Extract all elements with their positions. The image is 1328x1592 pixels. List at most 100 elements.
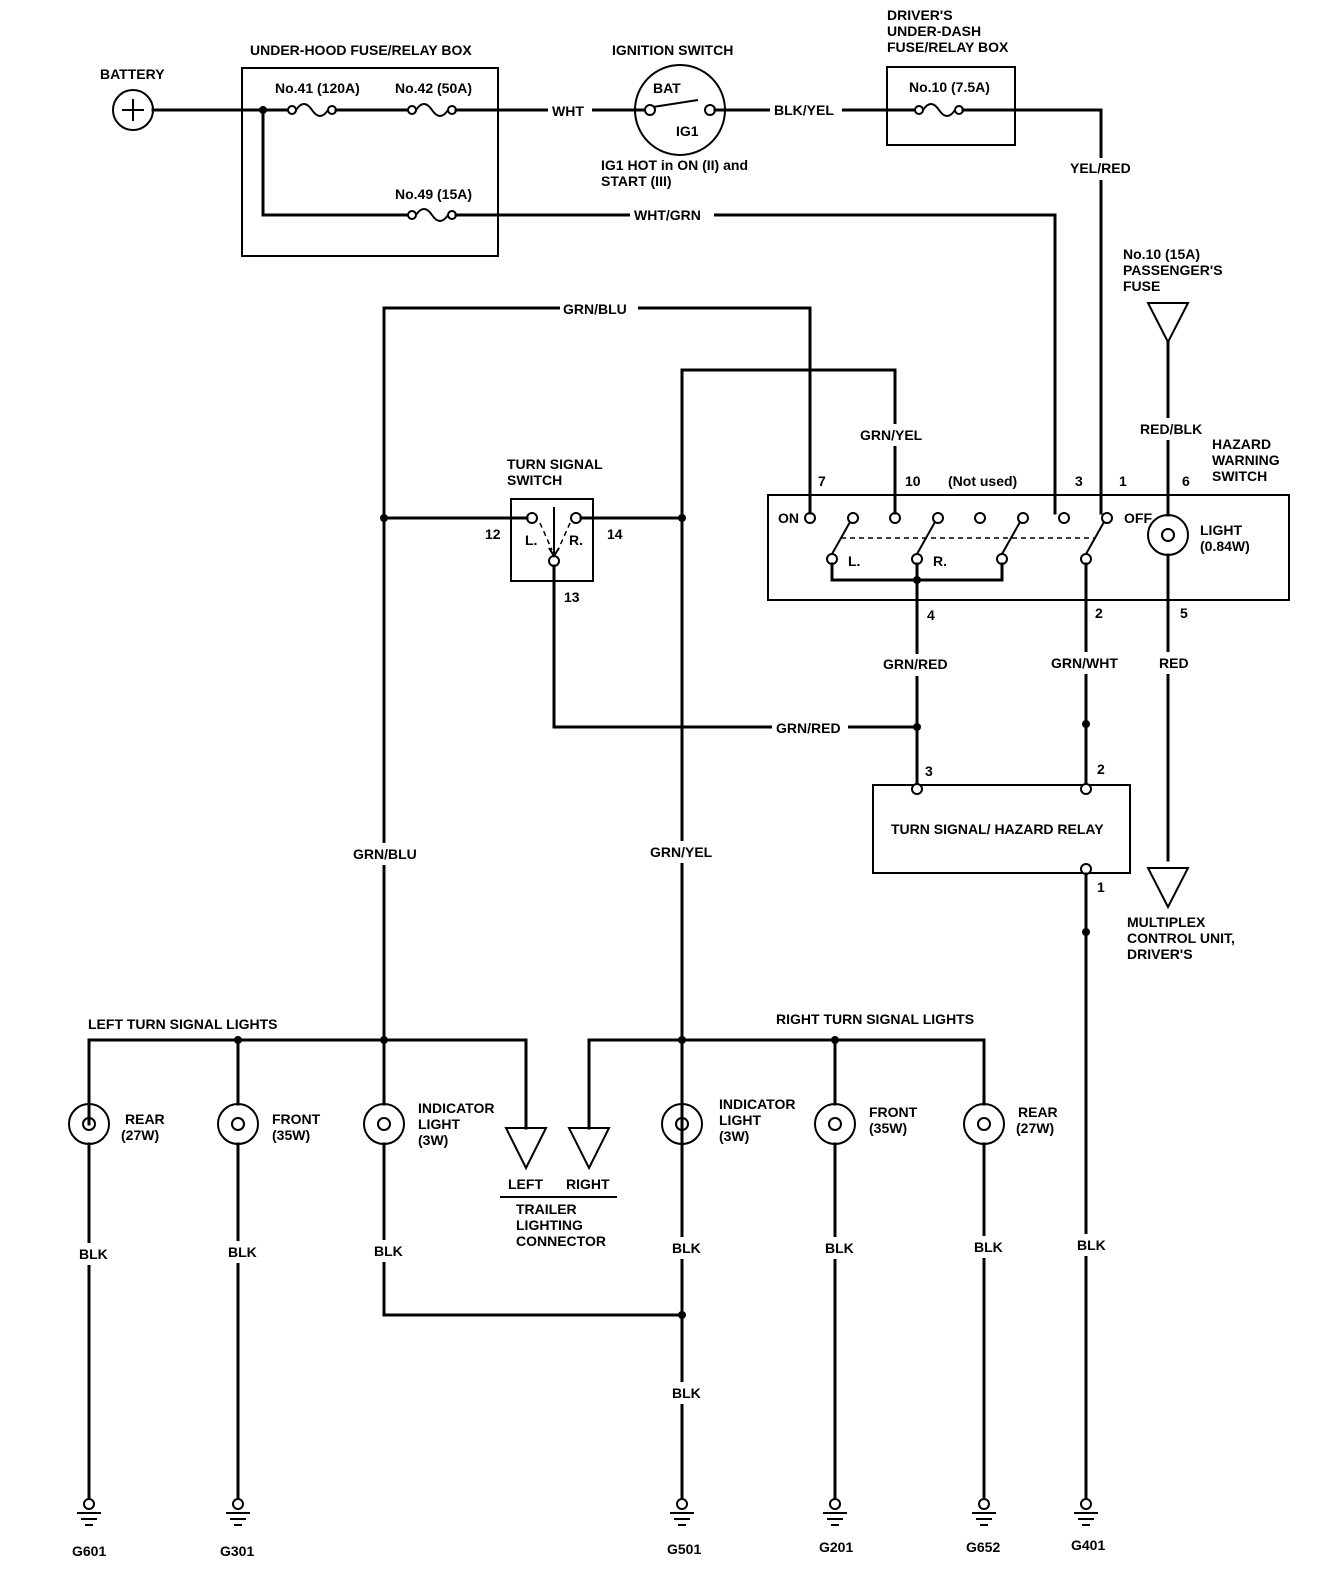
ground-g301-label: G301 bbox=[220, 1543, 254, 1559]
ignition-switch-title: IGNITION SWITCH bbox=[612, 42, 733, 58]
hazard-l-label: L. bbox=[848, 553, 860, 569]
ground-g401: G401 bbox=[1071, 1498, 1105, 1553]
ground-g301-icon bbox=[232, 1498, 244, 1510]
left-turn-signal-lights: LEFT TURN SIGNAL LIGHTS REAR (27W) FRONT… bbox=[68, 1016, 528, 1148]
driver-box-title-line1: DRIVER'S bbox=[887, 7, 953, 23]
turn-switch-r-label: R. bbox=[569, 532, 583, 548]
turn-switch-pin-13: 13 bbox=[564, 589, 580, 605]
wire-wht-grn-label: WHT/GRN bbox=[634, 207, 701, 223]
right-turn-signal-lights: RIGHT TURN SIGNAL LIGHTS INDICATOR LIGHT… bbox=[587, 1011, 1058, 1145]
hazard-switch-title-line1: HAZARD bbox=[1212, 436, 1271, 452]
left-indicator-bulb-icon bbox=[363, 1103, 405, 1145]
wire-red-blk-label: RED/BLK bbox=[1140, 421, 1202, 437]
turn-signal-hazard-relay: 3 2 1 TURN SIGNAL/ HAZARD RELAY bbox=[872, 761, 1131, 895]
hazard-light-bulb-icon bbox=[1147, 514, 1189, 556]
ground-g401-label: G401 bbox=[1071, 1537, 1105, 1553]
wire-blk-right-indicator-label: BLK bbox=[672, 1240, 701, 1256]
left-lights-title: LEFT TURN SIGNAL LIGHTS bbox=[88, 1016, 278, 1032]
passenger-fuse-line3: FUSE bbox=[1123, 278, 1160, 294]
left-indicator-line2: LIGHT bbox=[418, 1116, 460, 1132]
ground-g601-icon bbox=[83, 1498, 95, 1510]
trailer-line2: LIGHTING bbox=[516, 1217, 583, 1233]
passenger-fuse-line1: No.10 (15A) bbox=[1123, 246, 1200, 262]
right-rear-bulb-icon bbox=[963, 1103, 1005, 1145]
wire-blk-yel-label: BLK/YEL bbox=[774, 102, 834, 118]
hazard-on-label: ON bbox=[778, 510, 799, 526]
hazard-light-line1: LIGHT bbox=[1200, 522, 1242, 538]
left-front-line2: (35W) bbox=[272, 1127, 310, 1143]
hazard-pin-1: 1 bbox=[1119, 473, 1127, 489]
ground-g401-icon bbox=[1080, 1498, 1092, 1510]
wire-blk-left-indicator-label: BLK bbox=[374, 1243, 403, 1259]
multiplex-line2: CONTROL UNIT, bbox=[1127, 930, 1235, 946]
right-indicator-line2: LIGHT bbox=[719, 1112, 761, 1128]
ground-g652: G652 bbox=[966, 1498, 1000, 1555]
ignition-note-line1: IG1 HOT in ON (II) and bbox=[601, 157, 748, 173]
battery: BATTERY bbox=[100, 66, 165, 131]
wire-grn-red-mid-label: GRN/RED bbox=[776, 720, 841, 736]
turn-switch-title-line2: SWITCH bbox=[507, 472, 562, 488]
ground-g501-icon bbox=[676, 1498, 688, 1510]
hazard-pin-5: 5 bbox=[1180, 605, 1188, 621]
left-front-bulb-icon bbox=[217, 1103, 259, 1145]
right-front-line1: FRONT bbox=[869, 1104, 918, 1120]
ground-g501-label: G501 bbox=[667, 1541, 701, 1557]
wire-blk-g652-label: BLK bbox=[974, 1239, 1003, 1255]
wire-blk-g401-label: BLK bbox=[1077, 1237, 1106, 1253]
hazard-switch-title-line3: SWITCH bbox=[1212, 468, 1267, 484]
trailer-right-label: RIGHT bbox=[566, 1176, 610, 1192]
ground-g601: G601 bbox=[72, 1498, 106, 1559]
ground-g201-icon bbox=[829, 1498, 841, 1510]
right-rear-line2: (27W) bbox=[1016, 1120, 1054, 1136]
underhood-fuse-box: UNDER-HOOD FUSE/RELAY BOX No.41 (120A) N… bbox=[241, 42, 499, 257]
passenger-fuse-line2: PASSENGER'S bbox=[1123, 262, 1223, 278]
ground-g652-label: G652 bbox=[966, 1539, 1000, 1555]
relay-title: TURN SIGNAL/ HAZARD RELAY bbox=[891, 821, 1104, 837]
relay-pin-3: 3 bbox=[925, 763, 933, 779]
right-front-line2: (35W) bbox=[869, 1120, 907, 1136]
hazard-pin-6: 6 bbox=[1182, 473, 1190, 489]
left-rear-line2: (27W) bbox=[121, 1127, 159, 1143]
multiplex-connector-icon bbox=[1146, 867, 1190, 910]
wire-yel-red-label: YEL/RED bbox=[1070, 160, 1131, 176]
wire-grn-wht-label: GRN/WHT bbox=[1051, 655, 1118, 671]
fuse-42-label: No.42 (50A) bbox=[395, 80, 472, 96]
wire-grn-yel-top-label: GRN/YEL bbox=[860, 427, 923, 443]
ignition-bat-label: BAT bbox=[653, 80, 681, 96]
ground-g201-label: G201 bbox=[819, 1539, 853, 1555]
wire-blk-g601-label: BLK bbox=[79, 1246, 108, 1262]
wire-grn-blu-mid-label: GRN/BLU bbox=[353, 846, 417, 862]
wire-blk-g301-label: BLK bbox=[228, 1244, 257, 1260]
passenger-fuse: No.10 (15A) PASSENGER'S FUSE bbox=[1123, 246, 1223, 345]
trailer-right-connector-icon bbox=[567, 1127, 611, 1171]
driver-underdash-box: DRIVER'S UNDER-DASH FUSE/RELAY BOX No.10… bbox=[886, 7, 1016, 146]
fuse-49-label: No.49 (15A) bbox=[395, 186, 472, 202]
ground-g301: G301 bbox=[220, 1498, 254, 1559]
ignition-ig1-label: IG1 bbox=[676, 123, 699, 139]
driver-box-title-line3: FUSE/RELAY BOX bbox=[887, 39, 1009, 55]
hazard-not-used: (Not used) bbox=[948, 473, 1017, 489]
trailer-lighting-connector: LEFT RIGHT TRAILER LIGHTING CONNECTOR bbox=[500, 1127, 617, 1249]
wire-wht-label: WHT bbox=[552, 103, 584, 119]
driver-fuse-10-label: No.10 (7.5A) bbox=[909, 79, 990, 95]
multiplex-line1: MULTIPLEX bbox=[1127, 914, 1206, 930]
hazard-pin-10: 10 bbox=[905, 473, 921, 489]
ignition-switch: IGNITION SWITCH BAT IG1 IG1 HOT in ON (I… bbox=[601, 42, 748, 189]
hazard-pin-2: 2 bbox=[1095, 605, 1103, 621]
left-front-line1: FRONT bbox=[272, 1111, 321, 1127]
right-indicator-line3: (3W) bbox=[719, 1128, 749, 1144]
right-front-bulb-icon bbox=[814, 1103, 856, 1145]
relay-pin-1: 1 bbox=[1097, 879, 1105, 895]
ignition-note-line2: START (III) bbox=[601, 173, 672, 189]
left-indicator-line3: (3W) bbox=[418, 1132, 448, 1148]
turn-switch-l-label: L. bbox=[525, 532, 537, 548]
turn-signal-switch: TURN SIGNAL SWITCH L. R. 12 14 13 bbox=[485, 456, 623, 605]
right-indicator-line1: INDICATOR bbox=[719, 1096, 795, 1112]
wire-red-label: RED bbox=[1159, 655, 1189, 671]
ground-g201: G201 bbox=[819, 1498, 853, 1555]
right-lights-title: RIGHT TURN SIGNAL LIGHTS bbox=[776, 1011, 974, 1027]
hazard-switch-title-line2: WARNING bbox=[1212, 452, 1280, 468]
ground-g652-icon bbox=[978, 1498, 990, 1510]
ground-g501: G501 bbox=[667, 1498, 701, 1557]
relay-pin-2: 2 bbox=[1097, 761, 1105, 777]
